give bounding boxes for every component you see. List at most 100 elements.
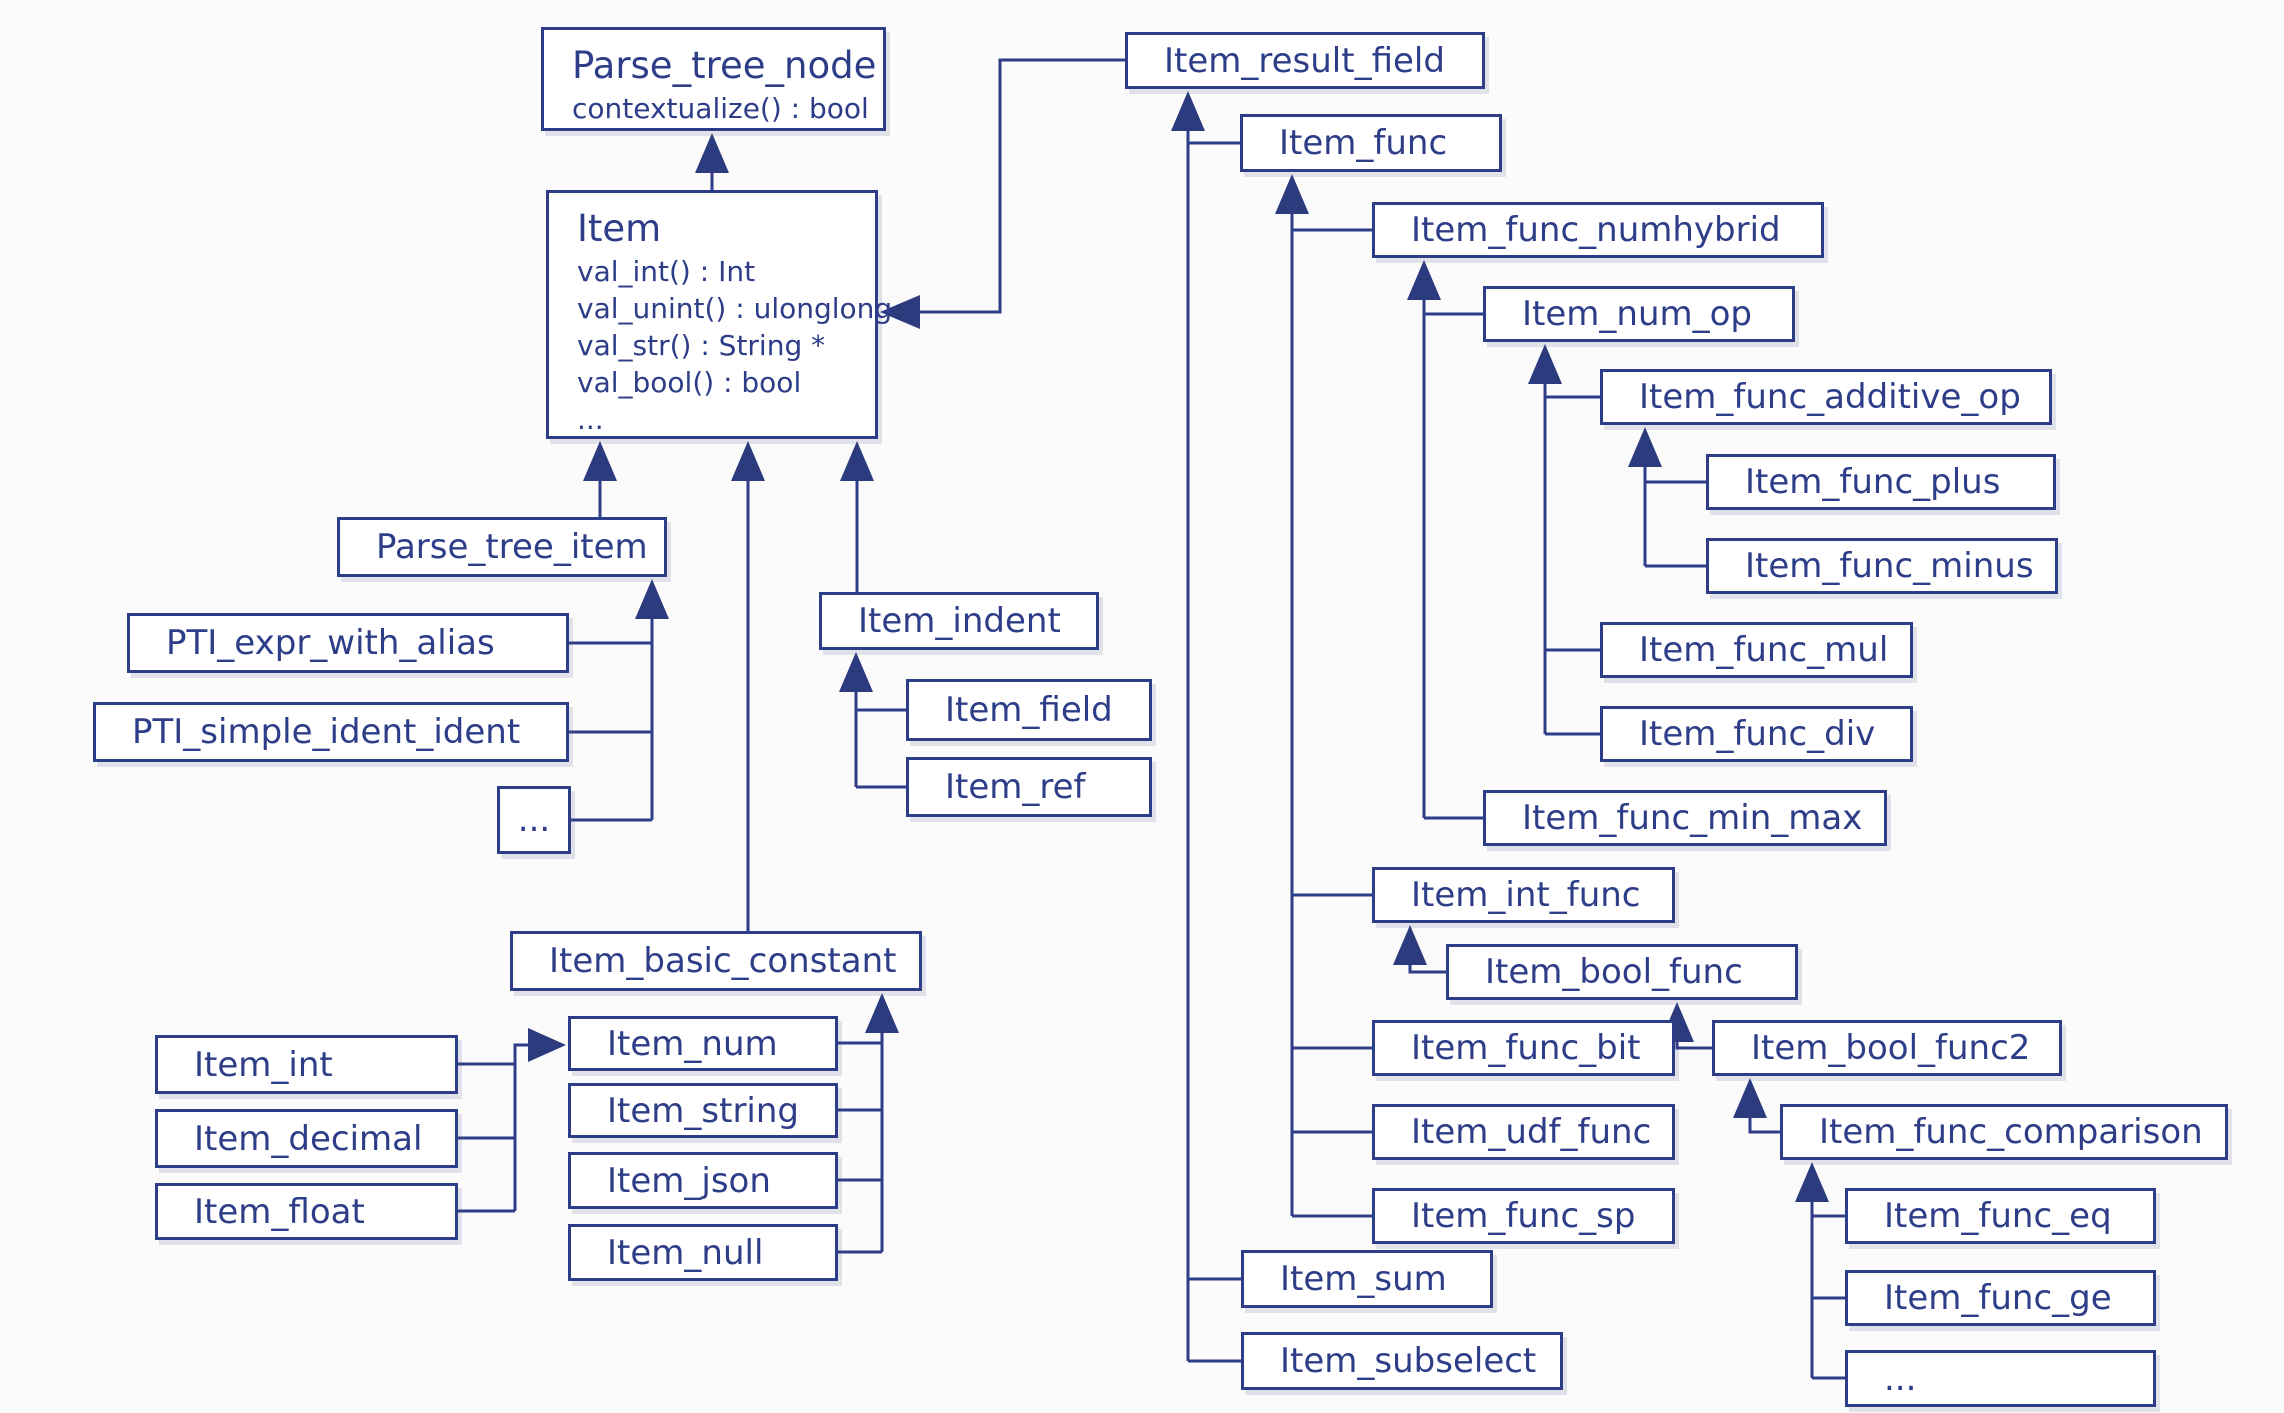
ellipsis-label: ...: [517, 800, 551, 840]
class-name: Item_func_eq: [1884, 1196, 2112, 1236]
class-name: Item_bool_func: [1485, 952, 1743, 992]
class-name: Item_func_mul: [1639, 630, 1889, 670]
class-box-item-func-minus: Item_func_minus: [1706, 538, 2058, 594]
class-box-item-func-sp: Item_func_sp: [1372, 1188, 1675, 1244]
class-box-item-bool-func2: Item_bool_func2: [1712, 1020, 2062, 1076]
class-box-item-subselect: Item_subselect: [1241, 1332, 1563, 1390]
class-name: Item: [577, 207, 662, 250]
class-box-item: Item val_int() : Int val_unint() : ulong…: [546, 190, 892, 439]
class-box-item-result-field: Item_result_field: [1125, 32, 1485, 89]
edge-parse-tree-item-to-item: [583, 441, 617, 517]
edge-children-to-item-func-numhybrid: [1407, 260, 1483, 820]
ellipsis-label: ...: [1884, 1358, 1917, 1399]
class-box-item-indent: Item_indent: [819, 592, 1099, 650]
class-name: Item_num_op: [1522, 294, 1752, 334]
class-box-item-func-ge: Item_func_ge: [1845, 1270, 2156, 1326]
edge-pti-children-to-parse-tree-item: [569, 579, 669, 822]
class-name: Item_func_div: [1639, 714, 1876, 754]
class-name: Item_indent: [858, 601, 1061, 641]
edge-children-to-item-func: [1275, 174, 1372, 1218]
class-box-item-bool-func: Item_bool_func: [1446, 944, 1798, 1000]
class-box-item-func-min-max: Item_func_min_max: [1483, 790, 1887, 846]
class-name: Item_int: [194, 1044, 333, 1085]
edge-item-bool-func-to-item-int-func: [1393, 925, 1446, 974]
edge-children-to-item-func-additive-op: [1628, 427, 1706, 568]
class-name: Item_func_min_max: [1522, 798, 1863, 838]
class-box-item-func-additive-op: Item_func_additive_op: [1600, 369, 2052, 425]
class-box-item-num-op: Item_num_op: [1483, 286, 1795, 342]
class-box-pti-simple-ident-ident: PTI_simple_ident_ident: [93, 702, 569, 762]
class-box-item-func-bit: Item_func_bit: [1372, 1020, 1675, 1076]
method-signature: contextualize() : bool: [572, 92, 869, 125]
class-name: Item_decimal: [194, 1118, 423, 1159]
method-ellipsis: ...: [577, 403, 604, 436]
class-box-item-decimal: Item_decimal: [155, 1109, 458, 1168]
class-name: Item_bool_func2: [1751, 1028, 2031, 1068]
class-name: Item_int_func: [1411, 875, 1641, 915]
edge-constants-to-item-basic-constant: [838, 993, 899, 1254]
class-name: Parse_tree_node: [572, 44, 877, 87]
class-box-item-sum: Item_sum: [1241, 1250, 1493, 1308]
class-name: PTI_simple_ident_ident: [132, 712, 521, 752]
class-name: Item_num: [607, 1023, 778, 1064]
class-box-comparison-ellipsis: ...: [1845, 1350, 2156, 1407]
class-box-item-basic-constant: Item_basic_constant: [510, 931, 922, 991]
class-box-item-int-func: Item_int_func: [1372, 867, 1675, 923]
edge-item-indent-to-item: [840, 441, 874, 592]
method-signature: val_unint() : ulonglong: [577, 292, 893, 325]
edge-numeric-literals-to-item-num: [458, 1028, 566, 1213]
class-name: Item_ref: [945, 767, 1086, 807]
class-name: Item_func_minus: [1745, 546, 2034, 586]
class-name: Item_func_sp: [1411, 1196, 1636, 1236]
edge-item-result-field-to-item: [880, 58, 1125, 329]
class-box-item-json: Item_json: [568, 1152, 838, 1209]
class-name: Item_subselect: [1280, 1341, 1537, 1381]
class-name: Item_json: [607, 1160, 771, 1201]
class-name: Item_func_bit: [1411, 1028, 1641, 1068]
class-box-item-func-eq: Item_func_eq: [1845, 1188, 2156, 1244]
class-box-item-func-numhybrid: Item_func_numhybrid: [1372, 202, 1824, 258]
class-box-item-ref: Item_ref: [906, 757, 1152, 817]
class-box-parse-tree-item-ellipsis: ...: [497, 786, 571, 854]
class-name: Parse_tree_item: [376, 527, 648, 567]
edge-children-to-item-func-comparison: [1795, 1162, 1845, 1380]
class-name: PTI_expr_with_alias: [166, 623, 495, 663]
class-box-item-field: Item_field: [906, 679, 1152, 741]
edge-children-to-item-result-field: [1171, 91, 1241, 1363]
class-name: Item_float: [194, 1191, 365, 1232]
class-box-item-float: Item_float: [155, 1183, 458, 1240]
class-name: Item_field: [945, 690, 1113, 730]
class-box-item-num: Item_num: [568, 1016, 838, 1071]
class-box-item-func-comparison: Item_func_comparison: [1780, 1104, 2228, 1160]
edge-field-ref-to-item-indent: [839, 652, 906, 789]
class-box-pti-expr-with-alias: PTI_expr_with_alias: [127, 613, 569, 673]
class-name: Item_udf_func: [1411, 1112, 1652, 1152]
class-name: Item_func_plus: [1745, 462, 2001, 502]
edge-item-basic-constant-to-item: [731, 441, 765, 931]
class-name: Item_func_additive_op: [1639, 377, 2021, 417]
class-name: Item_func_numhybrid: [1411, 210, 1781, 250]
class-box-item-udf-func: Item_udf_func: [1372, 1104, 1675, 1160]
edge-item-to-parse-tree-node: [695, 133, 729, 190]
class-box-item-int: Item_int: [155, 1035, 458, 1094]
class-name: Item_result_field: [1164, 40, 1445, 81]
method-signature: val_str() : String *: [577, 329, 826, 362]
class-box-item-null: Item_null: [568, 1224, 838, 1281]
class-box-item-string: Item_string: [568, 1083, 838, 1138]
class-box-parse-tree-node: Parse_tree_node contextualize() : bool: [541, 27, 886, 131]
class-name: Item_func: [1279, 123, 1448, 163]
method-signature: val_int() : Int: [577, 255, 756, 288]
method-signature: val_bool() : bool: [577, 366, 802, 399]
class-name: Item_sum: [1280, 1259, 1447, 1299]
class-box-item-func: Item_func: [1240, 114, 1502, 172]
edge-children-to-item-num-op: [1528, 344, 1600, 736]
class-name: Item_basic_constant: [549, 941, 897, 981]
class-box-item-func-plus: Item_func_plus: [1706, 454, 2056, 510]
class-name: Item_string: [607, 1090, 799, 1131]
class-name: Item_func_comparison: [1819, 1112, 2203, 1152]
class-box-item-func-div: Item_func_div: [1600, 706, 1913, 762]
class-box-item-func-mul: Item_func_mul: [1600, 622, 1913, 678]
edge-item-func-comparison-to-item-bool-func2: [1733, 1078, 1780, 1134]
